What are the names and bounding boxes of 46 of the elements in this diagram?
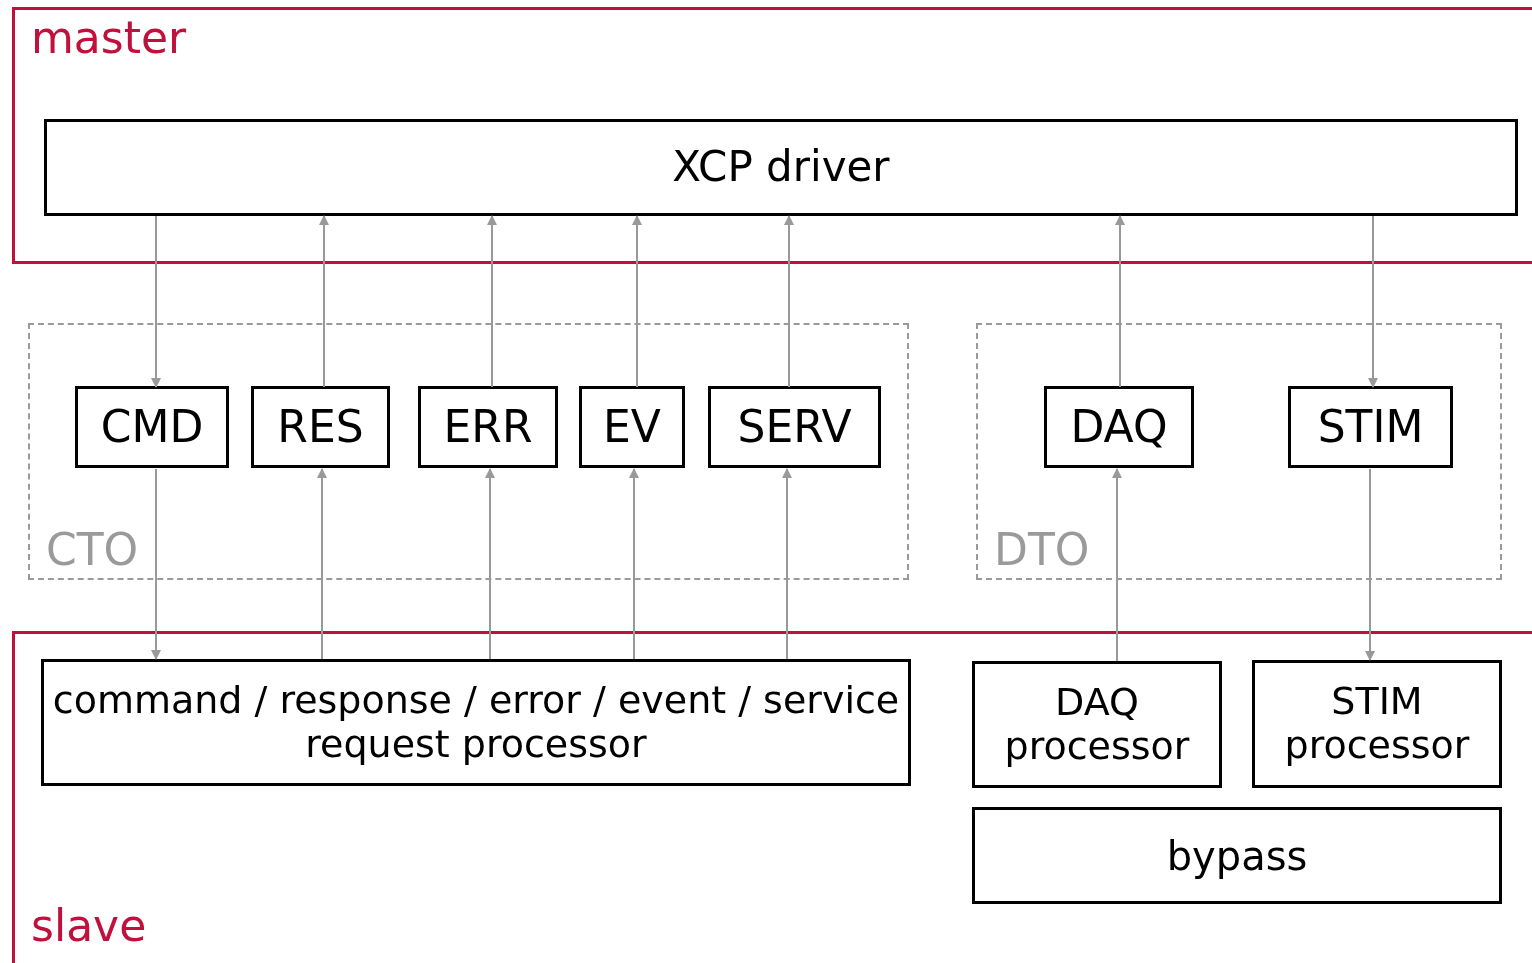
arrow	[1112, 468, 1122, 662]
group-frame	[28, 323, 909, 580]
process-box	[41, 659, 911, 786]
group-label: CTO	[46, 528, 139, 572]
region-frame	[12, 631, 1532, 963]
arrow	[629, 468, 639, 660]
arrow	[317, 468, 327, 660]
region-label: master	[31, 16, 187, 60]
arrow	[632, 215, 642, 388]
box-label: STIM	[1317, 401, 1424, 453]
box-label: DAQ	[1070, 401, 1168, 453]
process-box	[1252, 660, 1502, 788]
arrow	[151, 215, 161, 388]
process-box	[1288, 386, 1453, 468]
arrow	[1115, 215, 1125, 388]
process-box	[418, 386, 558, 468]
arrow	[1368, 215, 1378, 388]
process-box	[972, 807, 1502, 904]
process-box	[1044, 386, 1194, 468]
box-label: DAQ processor	[1003, 680, 1191, 769]
arrow	[319, 215, 329, 388]
process-box	[972, 661, 1222, 788]
process-box	[579, 386, 685, 468]
region-label: slave	[31, 904, 147, 948]
arrow	[784, 215, 794, 388]
arrow	[782, 468, 792, 660]
arrow	[151, 468, 161, 660]
arrow	[487, 215, 497, 388]
box-label: STIM processor	[1283, 680, 1471, 768]
group-frame	[976, 323, 1502, 580]
box-label: ERR	[443, 401, 533, 453]
box-label: command / response / error / event / service request processor	[51, 678, 901, 767]
process-box	[251, 386, 390, 468]
region-frame	[12, 7, 1532, 264]
box-label: RES	[277, 401, 364, 453]
group-label: DTO	[994, 528, 1090, 572]
process-box	[44, 119, 1518, 216]
box-label: CMD	[100, 401, 204, 453]
arrow	[1365, 468, 1375, 661]
process-box	[75, 386, 229, 468]
process-box	[708, 386, 881, 468]
box-label: bypass	[1166, 832, 1308, 879]
arrow	[485, 468, 495, 660]
box-label: EV	[603, 401, 661, 453]
box-label: SERV	[737, 401, 852, 453]
box-label: XCP driver	[672, 143, 890, 192]
